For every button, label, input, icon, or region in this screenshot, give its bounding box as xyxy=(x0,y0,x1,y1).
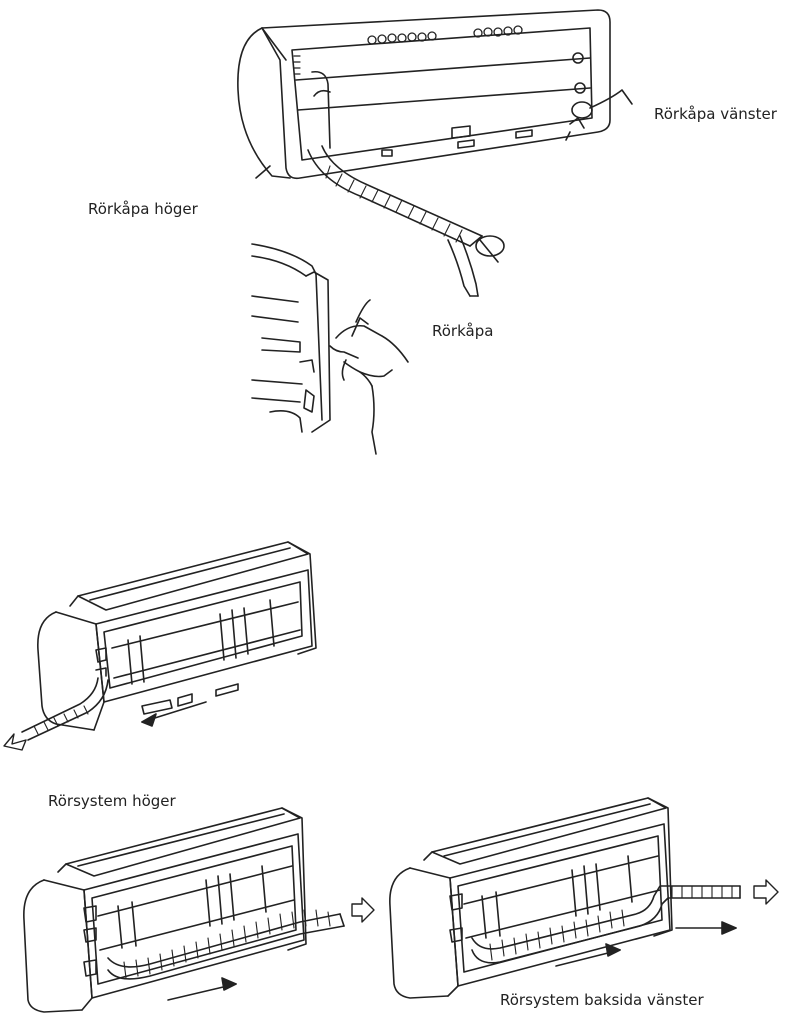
hand-cover-removal xyxy=(251,243,409,455)
label-piping-right: Rörsystem höger xyxy=(48,792,176,810)
label-pipe-cover: Rörkåpa xyxy=(432,322,494,340)
label-pipe-cover-left: Rörkåpa vänster xyxy=(654,105,777,123)
unit-piping-right-exit xyxy=(23,807,375,1013)
unit-back-view xyxy=(237,9,633,297)
unit-right-piping xyxy=(3,541,317,751)
unit-back-left-piping xyxy=(389,797,779,999)
label-pipe-cover-right: Rörkåpa höger xyxy=(88,200,198,218)
label-piping-back-left: Rörsystem baksida vänster xyxy=(500,991,704,1009)
